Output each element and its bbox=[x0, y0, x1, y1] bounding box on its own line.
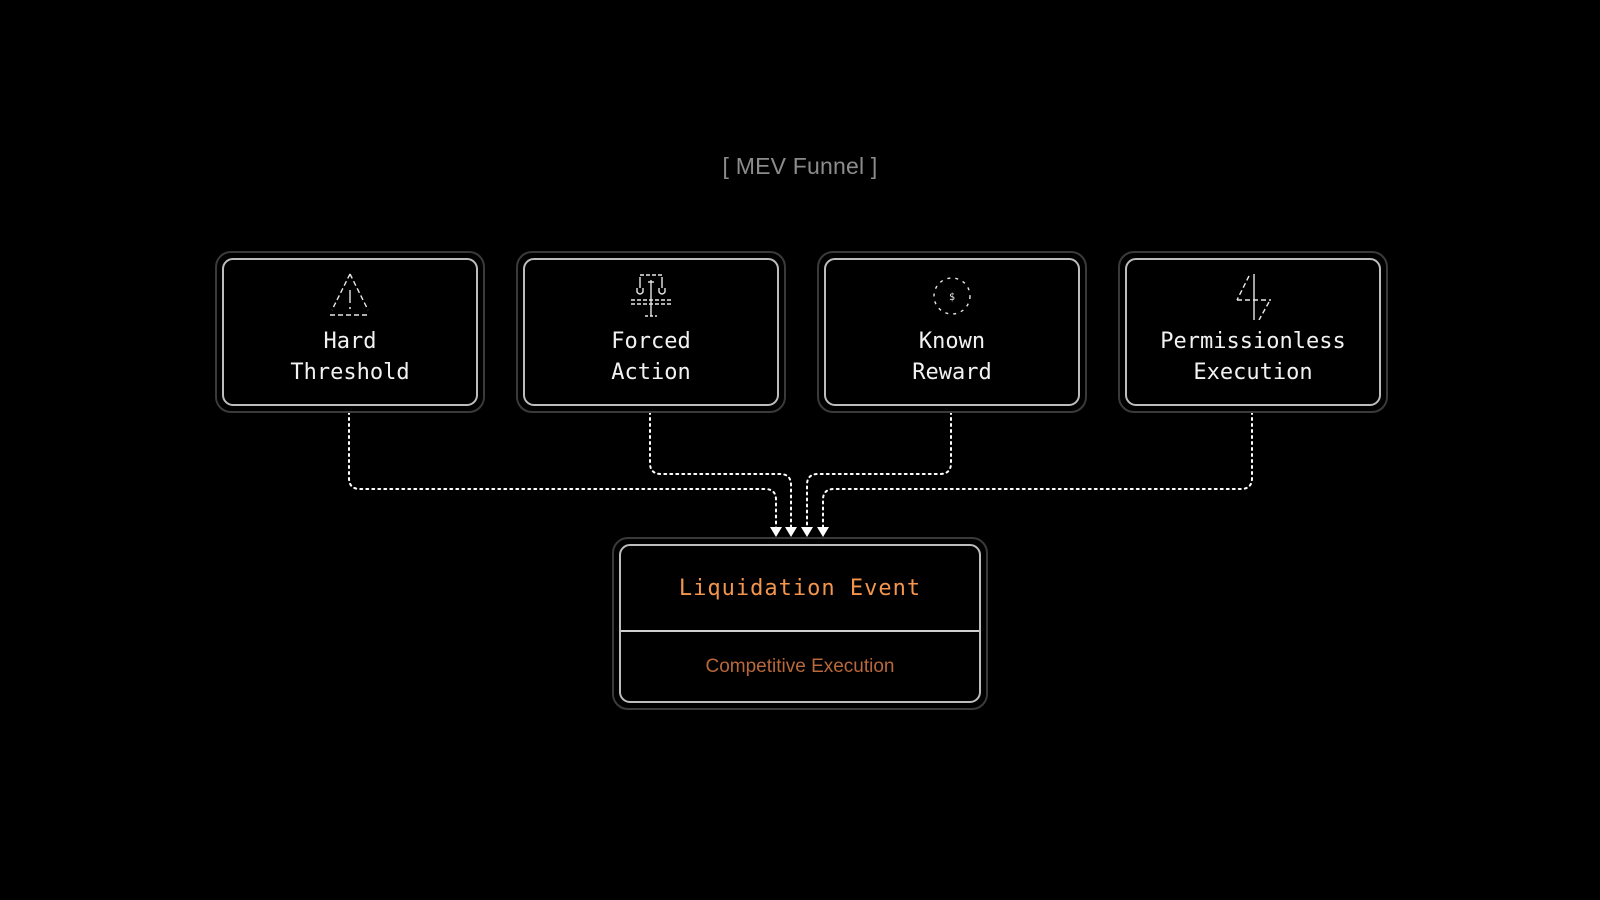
card-permissionless-execution: Permissionless Execution bbox=[1118, 251, 1388, 413]
dollar-coin-icon: $ bbox=[933, 277, 971, 315]
card-label: Permissionless Execution bbox=[1160, 329, 1346, 385]
arrowhead-2 bbox=[785, 527, 797, 537]
arrowhead-3 bbox=[801, 527, 813, 537]
card-label: Known Reward bbox=[912, 329, 992, 385]
connector-known-reward bbox=[806, 411, 952, 529]
result-title: Liquidation Event bbox=[621, 546, 979, 632]
result-box: Liquidation Event Competitive Execution bbox=[612, 537, 988, 710]
lightning-bolt-icon bbox=[1236, 274, 1271, 320]
result-subtitle: Competitive Execution bbox=[705, 655, 895, 677]
warning-triangle-icon bbox=[330, 273, 370, 316]
card-hard-threshold: Hard Threshold bbox=[215, 251, 485, 413]
card-forced-action: Forced Action bbox=[516, 251, 786, 413]
scales-icon bbox=[631, 274, 671, 317]
arrowhead-1 bbox=[770, 527, 782, 537]
card-known-reward: $ Known Reward bbox=[817, 251, 1087, 413]
card-label: Hard Threshold bbox=[290, 329, 410, 385]
diagram-title: [ MEV Funnel ] bbox=[722, 153, 878, 179]
arrowhead-4 bbox=[817, 527, 829, 537]
svg-text:$: $ bbox=[949, 292, 955, 303]
connector-hard-threshold bbox=[348, 411, 777, 529]
connector-forced-action bbox=[649, 411, 792, 529]
connector-permissionless-execution bbox=[822, 411, 1253, 529]
card-label: Forced Action bbox=[611, 329, 691, 385]
